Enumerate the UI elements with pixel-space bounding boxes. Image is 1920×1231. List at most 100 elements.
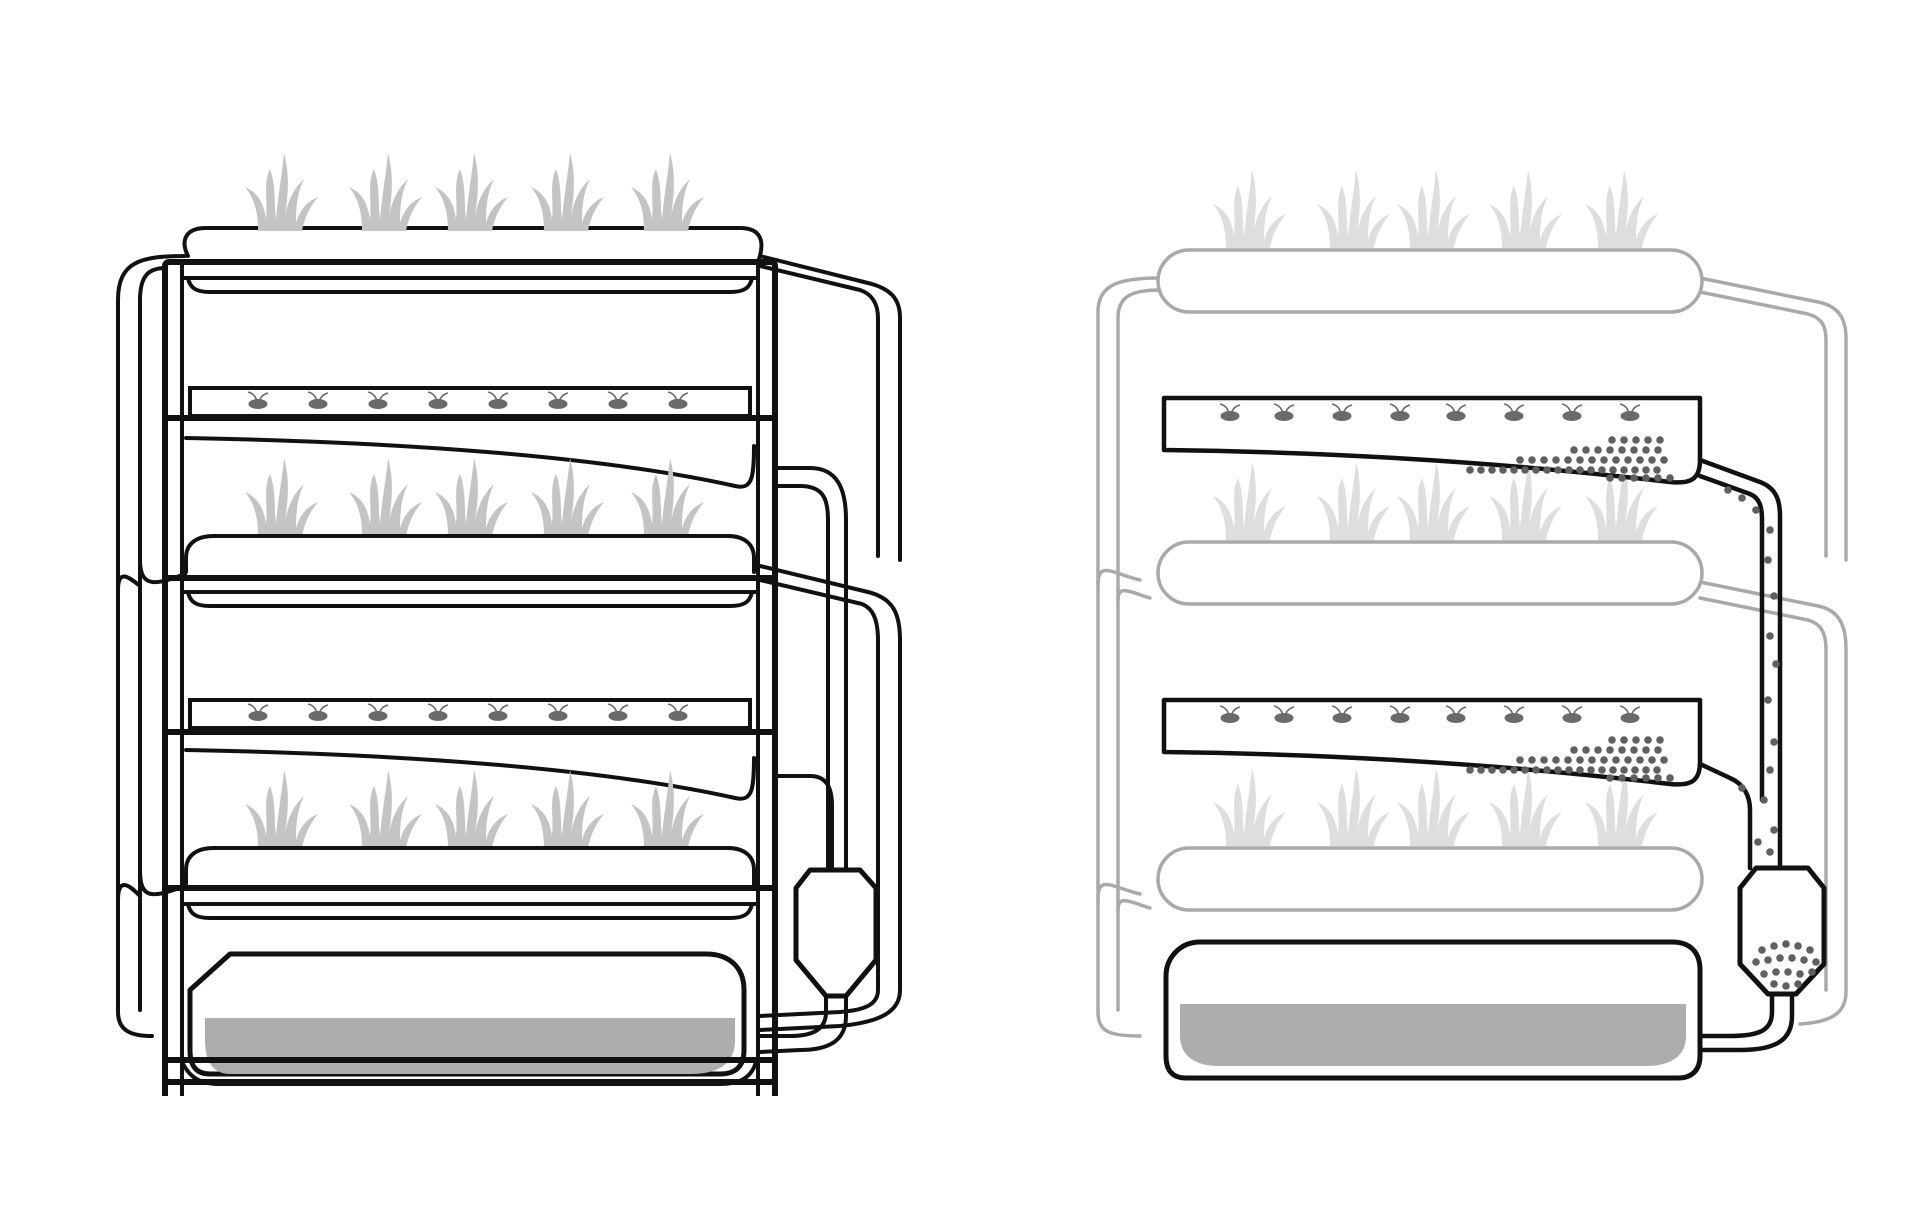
pebble	[1608, 736, 1616, 744]
drain-pipe-lower	[773, 774, 834, 872]
reservoir-water	[1180, 1004, 1686, 1066]
pebble	[1540, 456, 1548, 464]
filter-pebble	[1800, 956, 1808, 964]
pebble	[1653, 766, 1661, 774]
flow-pebble	[1724, 486, 1732, 494]
filter-pebble	[1770, 980, 1778, 988]
pebble	[1600, 456, 1608, 464]
pebble	[1516, 456, 1524, 464]
pebble	[1570, 746, 1578, 754]
pebble	[1636, 456, 1644, 464]
pebble	[1606, 474, 1614, 482]
filter-outlet-pipe	[1697, 991, 1795, 1053]
grow-pillow	[184, 534, 756, 574]
filter-pebble	[1782, 982, 1790, 990]
inner-pipe-right-top	[758, 264, 880, 558]
pebble	[1466, 766, 1474, 774]
pebble	[1656, 436, 1664, 444]
filter-pebble	[1752, 958, 1760, 966]
pebble	[1660, 756, 1668, 764]
pebble	[1499, 466, 1507, 474]
plant-icon	[349, 153, 422, 231]
pebble	[1528, 756, 1536, 764]
filter-pebble	[1794, 980, 1802, 988]
pebble	[1630, 474, 1638, 482]
reservoir-water	[205, 1018, 735, 1074]
tray-ceiling-lip	[180, 902, 760, 920]
plant-icon	[435, 770, 508, 848]
pebble	[1609, 466, 1617, 474]
pebble	[1543, 766, 1551, 774]
faded-plant-icon	[1317, 462, 1390, 540]
pebble	[1666, 474, 1674, 482]
pebble	[1631, 766, 1639, 774]
filter-pebble	[1808, 968, 1816, 976]
filter-pebble	[1812, 958, 1820, 966]
pebble	[1588, 456, 1596, 464]
pebble	[1642, 774, 1650, 782]
pebble	[1554, 466, 1562, 474]
pebble	[1608, 436, 1616, 444]
pebble	[1606, 746, 1614, 754]
tray-ceiling-lip	[180, 590, 760, 608]
pebble	[1660, 456, 1668, 464]
faded-plant-icon	[1397, 462, 1470, 540]
pebble	[1499, 766, 1507, 774]
ghost-grow-pillow	[1156, 540, 1704, 606]
flow-pebble	[1764, 556, 1772, 564]
pebble	[1642, 474, 1650, 482]
pebble	[1618, 774, 1626, 782]
drain-pipe-upper-inner	[773, 484, 830, 872]
pebble	[1606, 774, 1614, 782]
rack-feet	[162, 1060, 778, 1096]
pebble	[1632, 736, 1640, 744]
flow-pebble	[1770, 592, 1778, 600]
pebble	[1488, 766, 1496, 774]
pebble	[1620, 436, 1628, 444]
sloped-drain-tray	[184, 436, 756, 489]
seed-tray	[1161, 395, 1703, 485]
pebble	[1656, 736, 1664, 744]
pebble	[1466, 466, 1474, 474]
left-hydroponic-rack	[116, 153, 902, 1096]
ghost-joint-low	[1096, 882, 1152, 912]
pebble	[1618, 474, 1626, 482]
pebble	[1618, 446, 1626, 454]
pebble	[1666, 774, 1674, 782]
pebble	[1630, 774, 1638, 782]
flow-pebble	[1772, 660, 1780, 668]
pebble	[1654, 446, 1662, 454]
pebble	[1600, 756, 1608, 764]
pebble	[1642, 766, 1650, 774]
pebble	[1594, 746, 1602, 754]
pebble	[1609, 766, 1617, 774]
pebble	[1587, 466, 1595, 474]
pebble	[1552, 756, 1560, 764]
plant-icon	[435, 458, 508, 536]
filter-canister	[793, 867, 879, 999]
filter-pebble	[1806, 946, 1814, 954]
base-tray	[180, 1060, 758, 1086]
drain-pipe-upper	[773, 466, 848, 872]
seed-tray	[188, 386, 752, 418]
ghost-inner-pipe-left	[1116, 288, 1162, 1012]
ghost-outer-pipe-left	[1096, 276, 1162, 1038]
pebble	[1653, 466, 1661, 474]
flow-pebble	[1766, 848, 1774, 856]
plant-icon	[349, 458, 422, 536]
seed-tray	[188, 698, 752, 730]
filter-pebble	[1796, 970, 1804, 978]
outer-return-pipe-left	[116, 254, 187, 1038]
pebble	[1477, 466, 1485, 474]
faded-plant-icon	[1397, 768, 1470, 846]
pebble	[1576, 456, 1584, 464]
faded-plant-icon	[1489, 768, 1562, 846]
flow-pebble	[1738, 494, 1746, 502]
filter-pebble	[1776, 954, 1784, 962]
pebble	[1624, 456, 1632, 464]
filter-pebble	[1784, 968, 1792, 976]
pebble	[1644, 736, 1652, 744]
ghost-pipe-right-low-inner	[1698, 596, 1828, 992]
pebble	[1620, 766, 1628, 774]
